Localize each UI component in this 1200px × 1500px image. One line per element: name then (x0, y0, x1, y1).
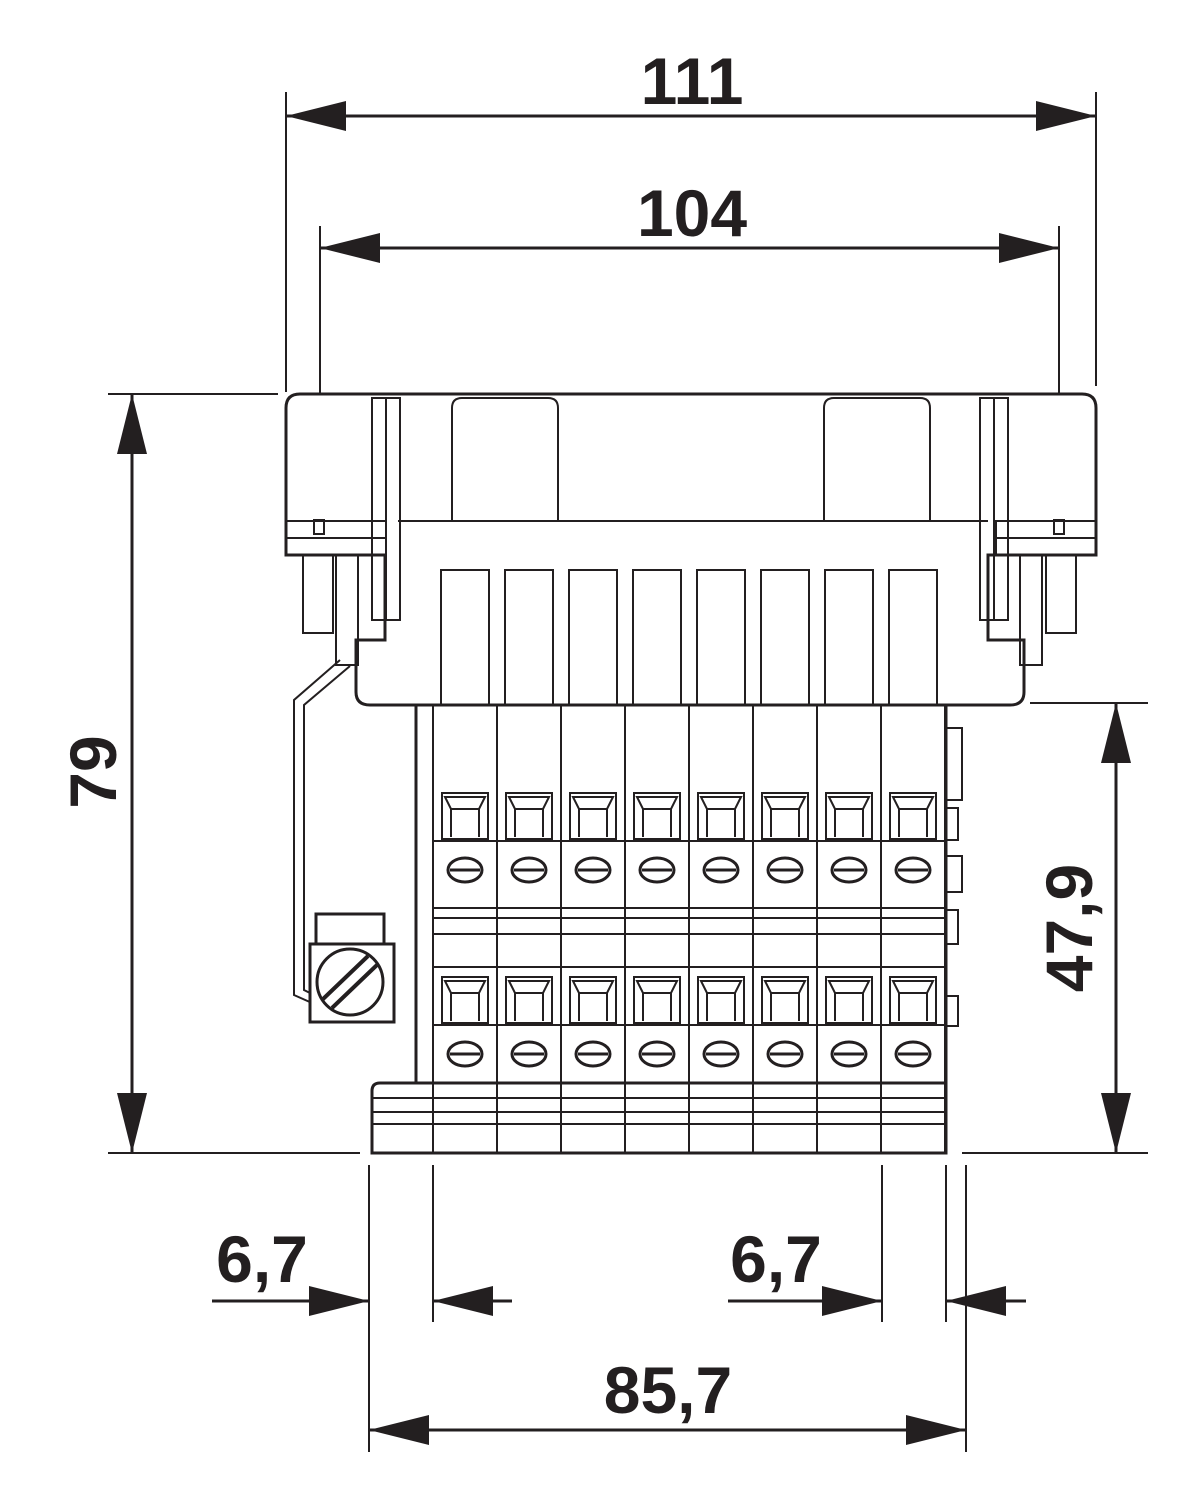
terminal-block (370, 703, 963, 1155)
top-window-right (823, 397, 931, 521)
bracket-right (1019, 554, 1043, 666)
arrowhead-a (822, 1286, 882, 1316)
spring-opening (761, 976, 809, 1024)
spring-opening (441, 792, 489, 840)
ground-wire-outer (293, 659, 341, 1004)
right-frame-inner (993, 397, 1009, 621)
terminal-module (497, 705, 562, 1153)
terminal-module (817, 705, 882, 1153)
dimension-85-7: 85,7 (368, 1165, 967, 1452)
dimension-label-6-7-left: 6,7 (216, 1222, 308, 1296)
spring-opening (697, 792, 745, 840)
ground-clamp-top (314, 912, 386, 946)
terminal-module (433, 705, 498, 1153)
spring-opening (505, 976, 553, 1024)
side-clip-1 (946, 727, 963, 801)
spring-opening (889, 792, 937, 840)
spring-opening (761, 792, 809, 840)
ground-clamp-screw-slot-b (330, 962, 380, 1010)
terminal-modules (433, 705, 946, 1153)
din-rail-base (370, 1081, 948, 1155)
dimension-label-47-9: 47,9 (1032, 864, 1106, 992)
screw-head-right (1053, 519, 1065, 535)
arrowhead-right (999, 233, 1059, 263)
dimension-6-7-right: 6,7 (728, 1165, 1026, 1322)
spring-opening (441, 976, 489, 1024)
terminal-body (414, 703, 948, 1085)
ground-clamp-screw-slot-a (320, 954, 370, 1002)
spring-opening (633, 976, 681, 1024)
arrowhead-top (1101, 703, 1131, 763)
side-clip-2 (946, 807, 959, 841)
arrowhead-bottom (117, 1093, 147, 1153)
terminal-module (689, 705, 754, 1153)
screw-left (302, 554, 334, 634)
spring-opening (505, 792, 553, 840)
dimension-47-9: 47,9 (962, 702, 1148, 1154)
spring-opening (569, 976, 617, 1024)
spring-opening (697, 976, 745, 1024)
spring-opening (633, 792, 681, 840)
dimension-79: 79 (56, 393, 360, 1154)
spring-opening (569, 792, 617, 840)
housing-outline (284, 392, 1098, 707)
arrowhead-right (1036, 101, 1096, 131)
arrowhead-left (369, 1415, 429, 1445)
terminal-module (561, 705, 626, 1153)
arrowhead-left (286, 101, 346, 131)
left-frame-inner (385, 397, 401, 621)
dimension-label-79: 79 (56, 735, 130, 808)
dimension-label-85-7: 85,7 (604, 1353, 732, 1427)
arrowhead-b (946, 1286, 1006, 1316)
dimension-6-7-left: 6,7 (212, 1165, 512, 1322)
spring-opening (889, 976, 937, 1024)
arrowhead-left (320, 233, 380, 263)
spring-opening (825, 792, 873, 840)
side-clip-3 (946, 855, 963, 893)
arrowhead-a (309, 1286, 369, 1316)
connector-housing (284, 392, 1098, 707)
dimension-111: 111 (285, 44, 1097, 392)
dimension-104: 104 (319, 176, 1060, 540)
dimension-label-104: 104 (637, 176, 747, 250)
spring-opening (825, 976, 873, 1024)
ground-clamp-screw (315, 947, 385, 1017)
bracket-left (335, 554, 359, 666)
arrowhead-b (433, 1286, 493, 1316)
top-window-left (451, 397, 559, 521)
terminal-module (881, 705, 946, 1153)
screw-right (1045, 554, 1077, 634)
ground-clamp (308, 912, 396, 1024)
terminal-module (753, 705, 818, 1153)
arrowhead-top (117, 394, 147, 454)
terminal-module (625, 705, 690, 1153)
dimension-label-6-7-right: 6,7 (730, 1222, 822, 1296)
screw-head-left (313, 519, 325, 535)
dimension-label-111: 111 (641, 44, 744, 118)
arrowhead-right (906, 1415, 966, 1445)
arrowhead-bottom (1101, 1093, 1131, 1153)
side-clip-5 (946, 995, 959, 1027)
side-clip-4 (946, 909, 959, 945)
